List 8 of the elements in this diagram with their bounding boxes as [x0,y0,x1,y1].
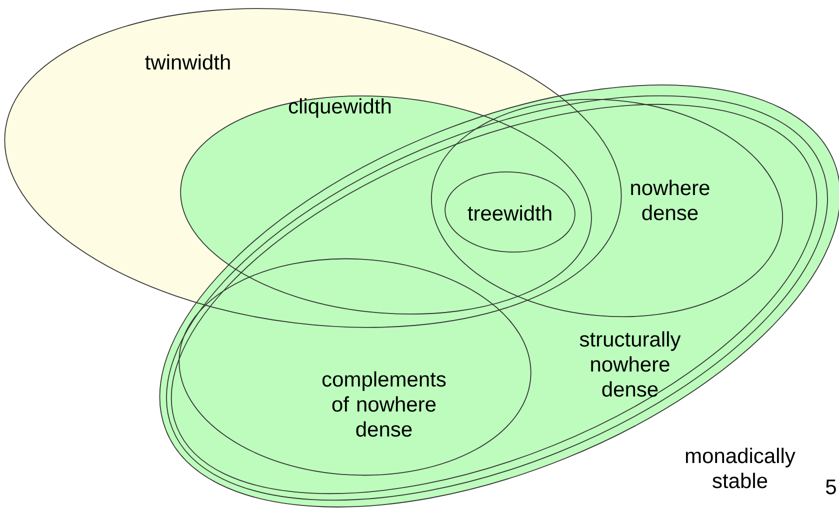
set-label: twinwidth [145,54,230,70]
set-label: complements of nowhere dense [322,371,446,437]
set-label: structurally nowhere dense [580,331,681,397]
set-label: treewidth [468,205,552,221]
set-label: monadically stable [686,448,796,488]
set-label: nowhere dense [631,180,710,220]
page-number: 5 [826,480,836,494]
set-label: cliquewidth [288,98,391,118]
